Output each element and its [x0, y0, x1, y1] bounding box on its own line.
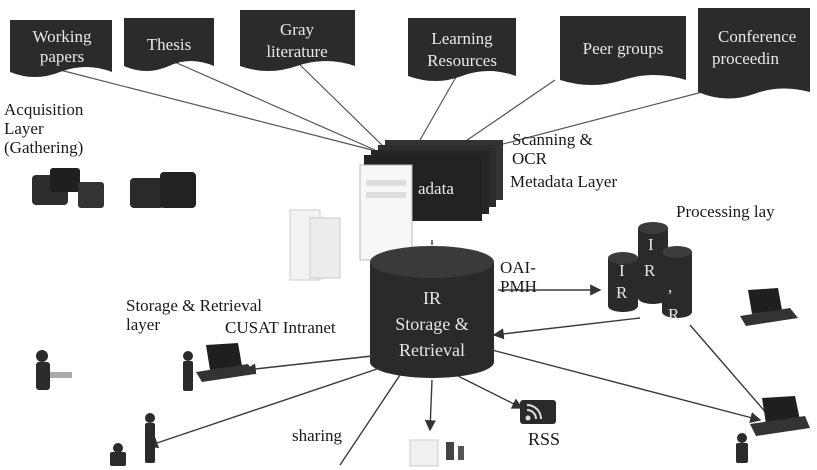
ir-cyl-2-l1: I: [648, 235, 654, 254]
ir-db-line2: Storage &: [395, 314, 469, 334]
source-label-working-1: Working: [32, 27, 92, 46]
scanner-devices-icon: [32, 168, 196, 208]
scanning-ocr-label: Scanning & OCR: [512, 130, 593, 168]
source-doc-labels: Working papers Thesis Gray literature Le…: [32, 20, 796, 70]
oai-pmh-label: OAI- PMH: [500, 258, 537, 296]
ir-repository-cylinders: [608, 222, 692, 318]
source-label-learning-1: Learning: [431, 29, 493, 48]
sharing-devices-icon: [409, 439, 464, 467]
ir-db-line3: Retrieval: [399, 340, 465, 360]
processing-layer-label: Processing lay: [676, 202, 775, 221]
source-doc-working-papers: [10, 20, 112, 77]
source-doc-conference: [698, 8, 810, 99]
ir-cyl-1-l1: I: [619, 261, 625, 280]
source-label-learning-2: Resources: [427, 51, 497, 70]
ir-cyl-3-l2: R: [668, 305, 680, 324]
source-label-peer: Peer groups: [583, 39, 664, 58]
ir-db-line1: IR: [423, 288, 441, 308]
source-label-gray-2: literature: [266, 42, 327, 61]
metadata-layer-label: Metadata Layer: [510, 172, 618, 191]
rss-icon: [520, 400, 556, 424]
connector-arrows: [146, 240, 769, 466]
source-doc-gray-literature: [240, 10, 355, 71]
source-doc-learning-resources: [408, 18, 516, 81]
sharing-label: sharing: [292, 426, 343, 445]
ir-cyl-3-l1: ,: [668, 277, 672, 296]
source-label-gray-1: Gray: [280, 20, 314, 39]
source-documents: [10, 8, 810, 99]
storage-retrieval-layer-label: Storage & Retrieval layer: [126, 296, 262, 334]
rss-label: RSS: [528, 429, 561, 449]
ir-cylinder-labels: I R I R , R: [616, 235, 680, 324]
laptop-icon-intranet: [196, 343, 255, 382]
ir-database-cylinder: [370, 246, 494, 378]
person-icons: [36, 350, 748, 466]
ir-cyl-1-l2: R: [616, 283, 628, 302]
metadata-stack-label: adata: [418, 179, 454, 198]
source-label-conference-1: Conference: [718, 27, 796, 46]
ir-cyl-2-l2: R: [644, 261, 656, 280]
laptop-icon-right-top: [740, 288, 798, 326]
source-doc-thesis: [124, 18, 214, 71]
source-doc-peer-groups: [560, 16, 686, 85]
laptop-icon-right-bottom: [750, 396, 810, 436]
acquisition-layer-label: Acquisition Layer (Gathering): [4, 100, 84, 157]
cusat-intranet-label: CUSAT Intranet: [225, 318, 336, 337]
source-label-conference-2: proceedin: [712, 49, 780, 68]
source-connectors: [59, 59, 711, 151]
ir-db-labels: IR Storage & Retrieval: [395, 288, 469, 360]
server-icon: [289, 164, 413, 281]
source-label-thesis: Thesis: [147, 35, 191, 54]
source-label-working-2: papers: [40, 47, 84, 66]
